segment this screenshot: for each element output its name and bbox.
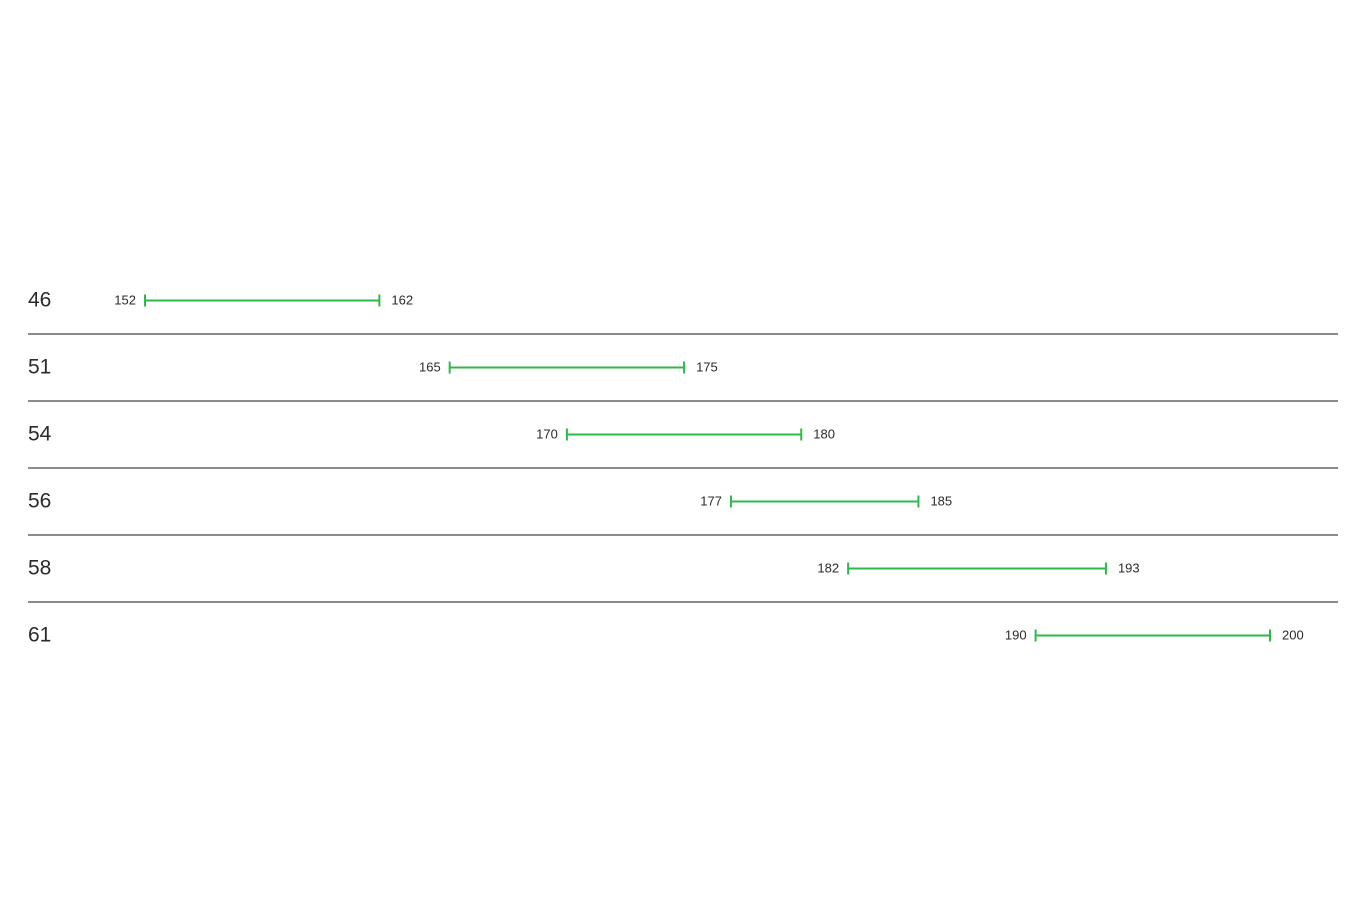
range-row: 54 170 180 [28, 423, 835, 446]
high-value-label: 193 [1118, 561, 1140, 576]
low-value-label: 165 [419, 360, 441, 375]
row-label: 61 [28, 624, 51, 647]
row-label: 58 [28, 557, 51, 580]
high-value-label: 200 [1282, 628, 1304, 643]
low-value-label: 177 [700, 494, 722, 509]
low-value-label: 170 [536, 427, 558, 442]
range-row: 58 182 193 [28, 557, 1140, 580]
row-label: 56 [28, 490, 51, 513]
low-value-label: 190 [1005, 628, 1027, 643]
low-value-label: 182 [817, 561, 839, 576]
row-separators [28, 333, 1338, 603]
range-row: 56 177 185 [28, 490, 952, 513]
high-value-label: 180 [813, 427, 835, 442]
high-value-label: 162 [391, 293, 413, 308]
range-row: 51 165 175 [28, 356, 718, 379]
row-label: 54 [28, 423, 52, 446]
low-value-label: 152 [114, 293, 136, 308]
high-value-label: 175 [696, 360, 718, 375]
row-label: 46 [28, 289, 51, 312]
range-row: 61 190 200 [28, 624, 1304, 647]
high-value-label: 185 [930, 494, 952, 509]
range-row: 46 152 162 [28, 289, 413, 312]
row-label: 51 [28, 356, 51, 379]
chart-rows: 46 152 162 51 165 175 54 170 180 56 177 185 58 182 193… [28, 289, 1304, 647]
